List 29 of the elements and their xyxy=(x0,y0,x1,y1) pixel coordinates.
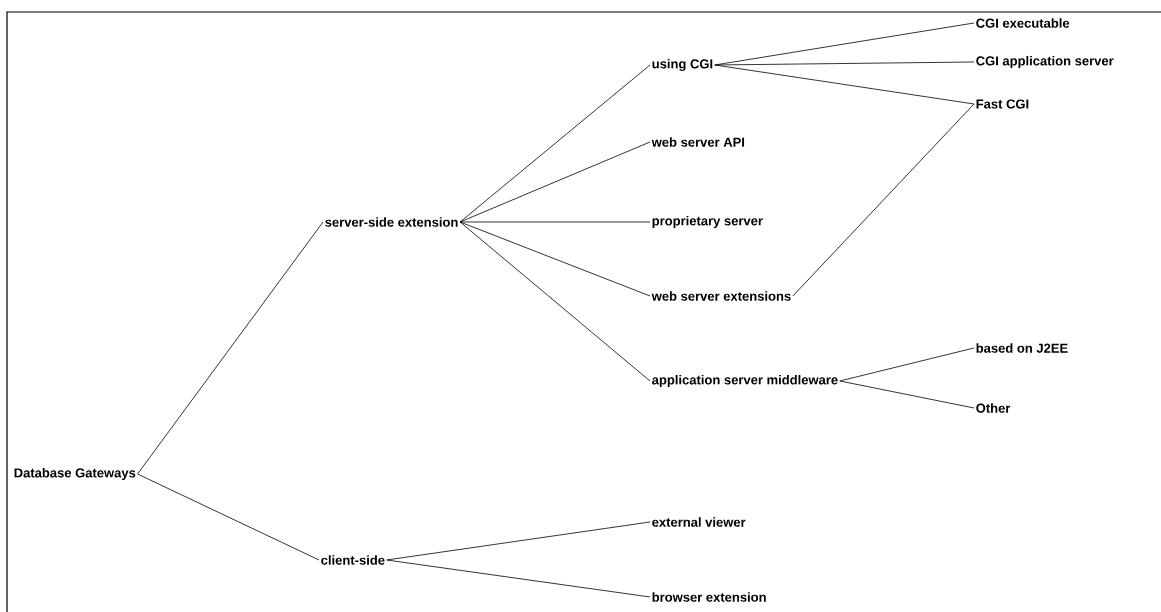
connector-line xyxy=(137,473,320,561)
connector-line xyxy=(839,347,975,382)
connector-line xyxy=(714,61,975,66)
connector-line xyxy=(386,521,651,561)
connector-line xyxy=(459,64,651,223)
node-label: external viewer xyxy=(652,517,746,527)
node-label: web server extensions xyxy=(651,291,791,301)
node-label: CGI application server xyxy=(976,55,1114,69)
connector-line xyxy=(714,64,975,105)
connector-line xyxy=(459,141,651,223)
connector-line xyxy=(137,221,324,475)
connector-line xyxy=(792,103,975,297)
connector-line xyxy=(459,221,651,382)
node-label: web server API xyxy=(651,137,745,147)
connector-line xyxy=(386,559,651,598)
node-label: Database Gateways xyxy=(14,467,136,481)
connector-line xyxy=(459,221,651,297)
connector-line xyxy=(839,380,975,409)
node-label: proprietary server xyxy=(652,215,763,229)
node-label: CGI executable xyxy=(976,18,1070,28)
node-label: server-side extension xyxy=(325,217,458,227)
node-label: based on J2EE xyxy=(976,343,1068,353)
node-label: client-side xyxy=(321,555,385,565)
node-label: browser extension xyxy=(652,592,766,602)
node-label: Other xyxy=(976,403,1011,413)
connector-line xyxy=(459,221,651,223)
node-label: application server middleware xyxy=(652,374,838,388)
node-label: using CGI xyxy=(652,58,713,72)
node-label: Fast CGI xyxy=(976,99,1029,109)
